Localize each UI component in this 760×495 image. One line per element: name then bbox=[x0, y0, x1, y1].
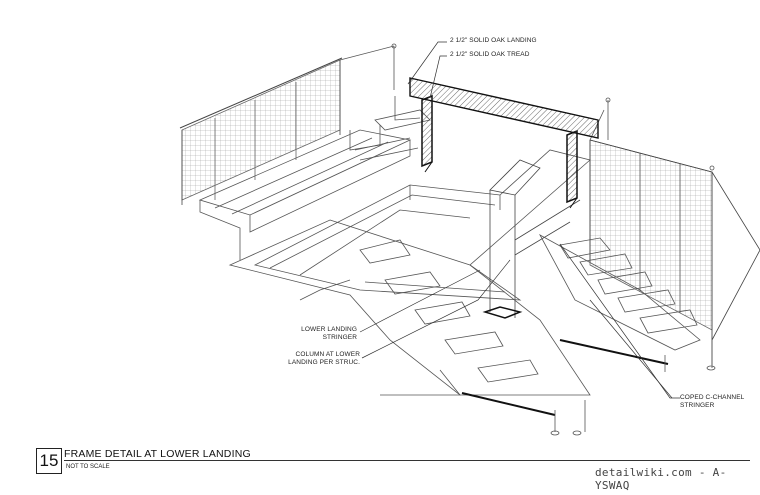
detail-title: FRAME DETAIL AT LOWER LANDING bbox=[64, 448, 251, 460]
center-column bbox=[482, 159, 581, 319]
watermark: detailwiki.com - A-YSWAQ bbox=[595, 466, 727, 492]
callout-oak-landing: 2 1/2" SOLID OAK LANDING bbox=[450, 37, 537, 44]
callout-oak-tread: 2 1/2" SOLID OAK TREAD bbox=[450, 51, 530, 58]
right-mesh-railing bbox=[589, 97, 760, 371]
callout-lower-landing-stringer: LOWER LANDING STRINGER bbox=[301, 326, 357, 341]
callout-column: COLUMN AT LOWER LANDING PER STRUC. bbox=[288, 351, 360, 366]
scale-note: NOT TO SCALE bbox=[66, 464, 110, 470]
callout-coped-channel: COPED C-CHANNEL STRINGER bbox=[680, 394, 745, 409]
title-underline bbox=[64, 460, 750, 461]
left-mesh-railing bbox=[179, 43, 397, 205]
lower-flight-steps bbox=[539, 233, 701, 372]
landing-platform bbox=[253, 149, 591, 301]
leader-lines bbox=[359, 41, 680, 399]
c-channel-stringer bbox=[421, 94, 578, 209]
oak-landing-board bbox=[409, 77, 599, 139]
detail-number: 15 bbox=[36, 448, 62, 474]
upper-flight-steps bbox=[198, 96, 431, 260]
lower-run bbox=[228, 219, 591, 436]
